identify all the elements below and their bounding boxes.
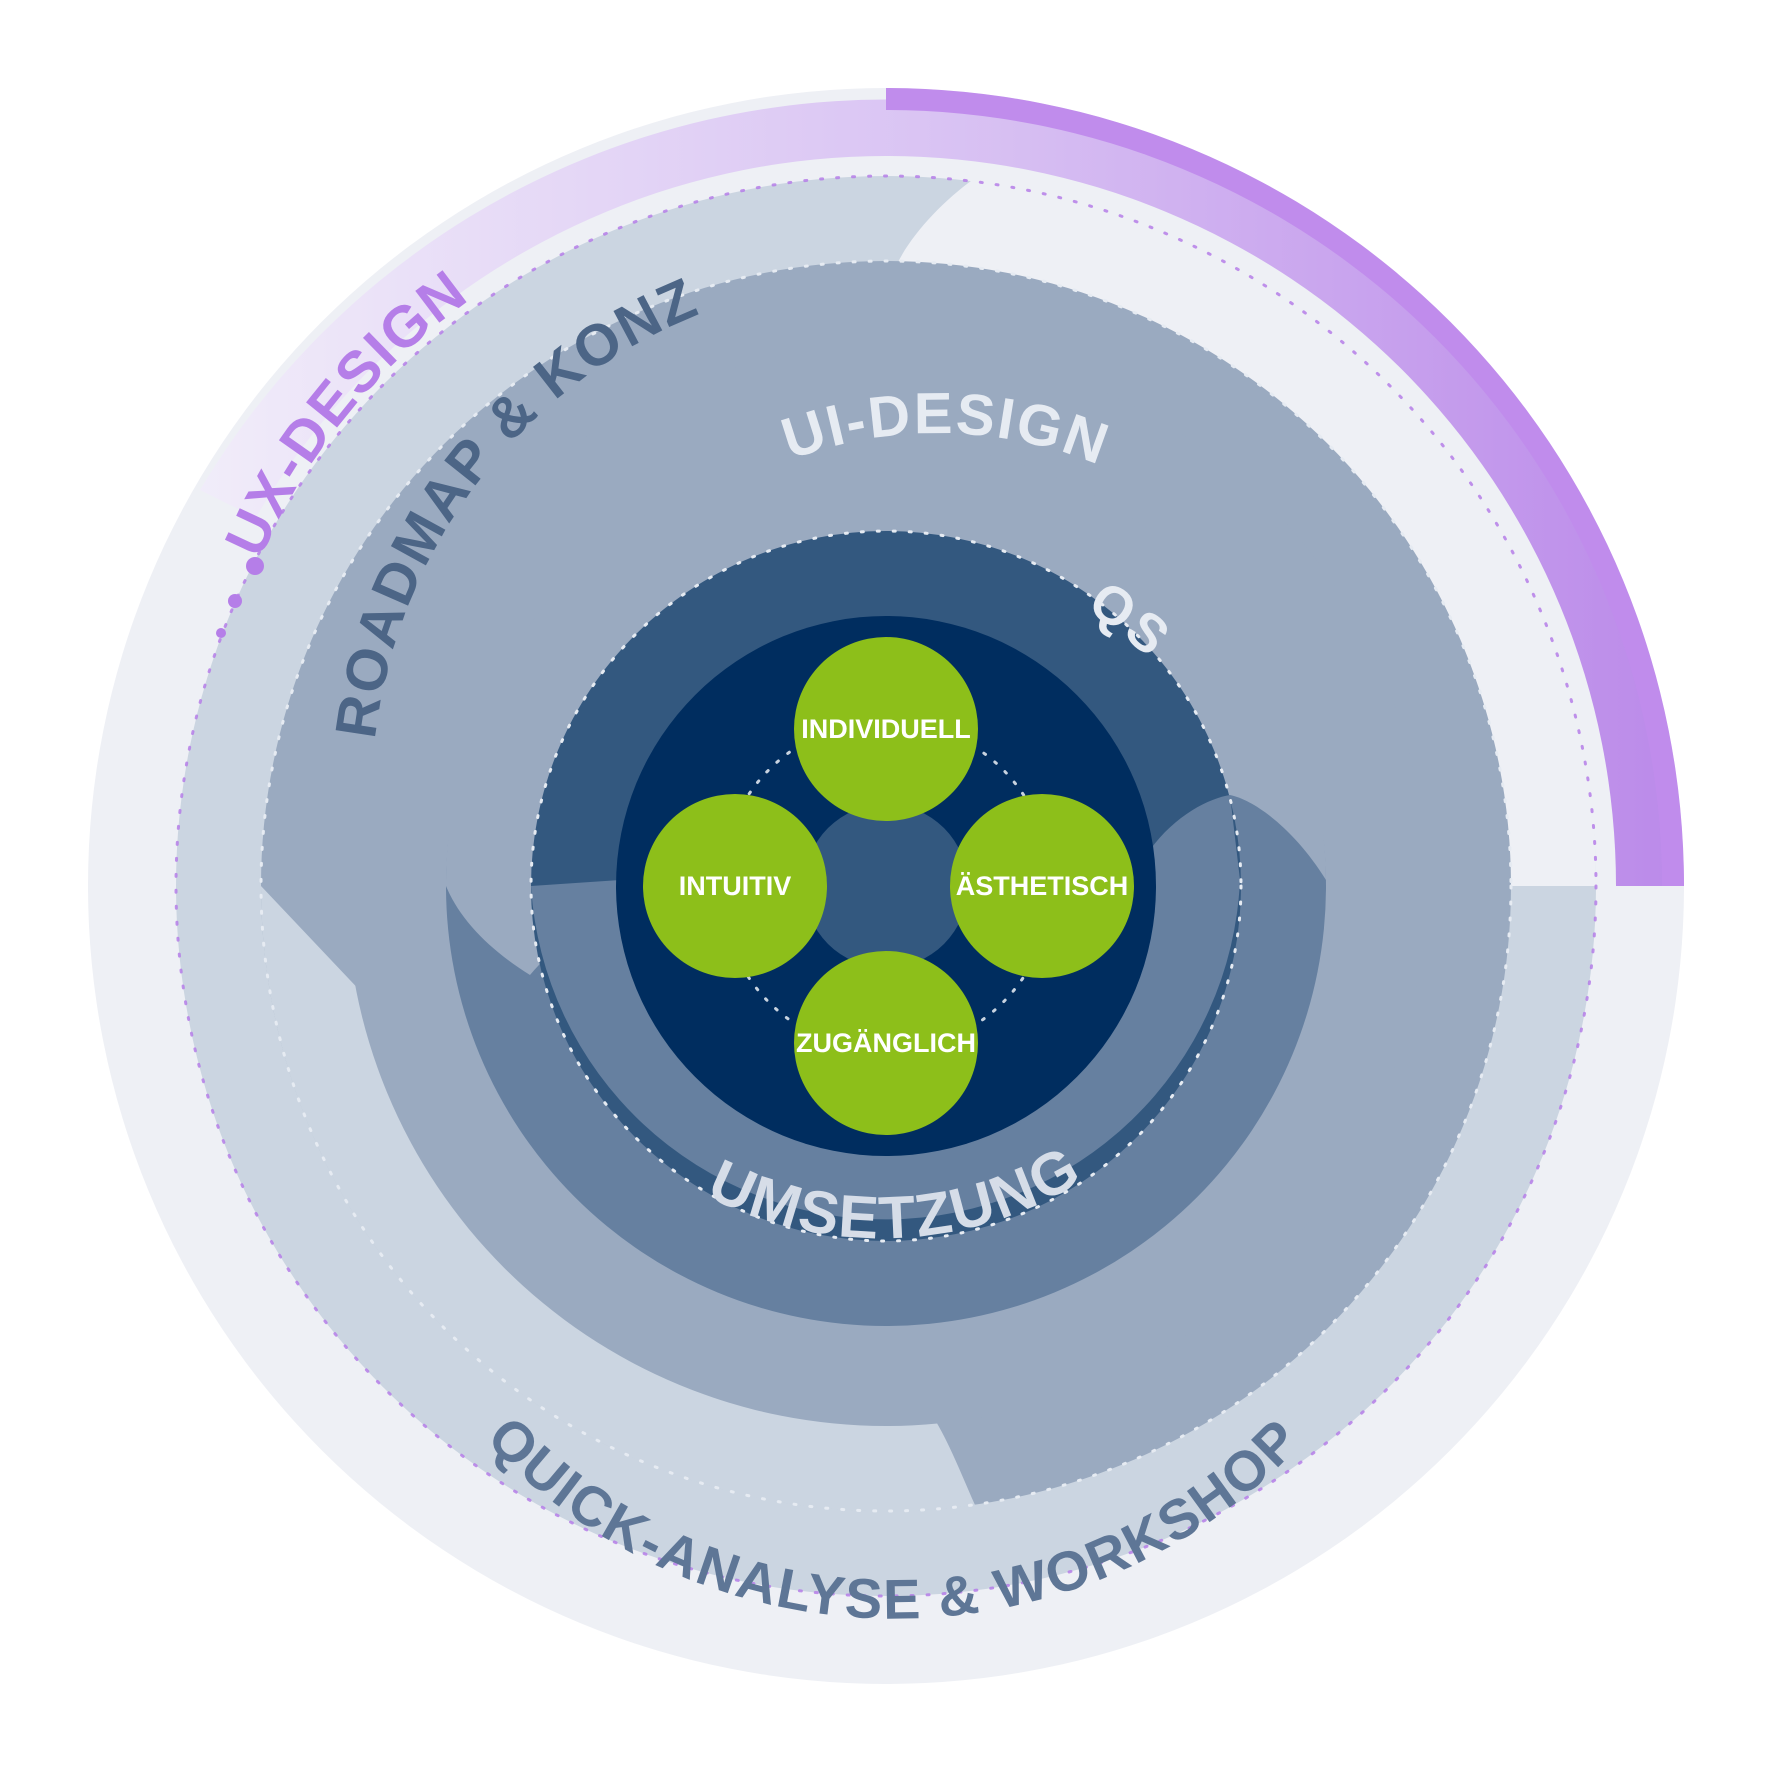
core-center	[804, 804, 968, 968]
dotted-ring-ui	[529, 529, 1243, 1243]
dotted-ring-roadmap	[259, 259, 1513, 1513]
quality-label-zugaenglich: ZUGÄNGLICH	[796, 1028, 976, 1058]
quality-node-aesthetisch: ÄSTHETISCH	[950, 794, 1134, 978]
ring-ui-lower-left-segment	[260, 886, 975, 1512]
dotted-ring-outer	[174, 174, 1598, 1598]
quality-label-aesthetisch: ÄSTHETISCH	[956, 871, 1129, 901]
quality-node-intuitiv: INTUITIV	[643, 794, 827, 978]
ux-dot-small	[216, 628, 226, 638]
quality-label-intuitiv: INTUITIV	[679, 871, 792, 901]
ux-dot-large	[246, 557, 264, 575]
ux-dot-medium	[228, 594, 242, 608]
quality-node-zugaenglich: ZUGÄNGLICH	[794, 951, 978, 1135]
quality-node-individuell: INDIVIDUELL	[794, 637, 978, 821]
quality-label-individuell: INDIVIDUELL	[801, 714, 971, 744]
